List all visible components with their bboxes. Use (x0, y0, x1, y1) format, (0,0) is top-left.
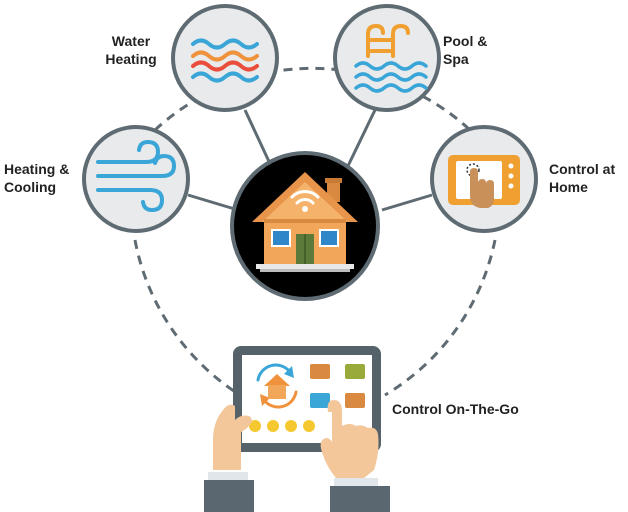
label-pool-spa: Pool & Spa (443, 33, 488, 67)
touch-panel-icon (448, 155, 520, 208)
water-waves-icon (191, 38, 259, 83)
spokes (187, 109, 433, 212)
node-control-home (430, 125, 538, 233)
label-control-go: Control On-The-Go (392, 401, 519, 417)
house-wifi-icon (252, 172, 358, 272)
tablet-hands-icon (204, 346, 390, 512)
center-node (230, 151, 380, 301)
wind-icon (96, 139, 177, 213)
label-water-heating: Water Heating (105, 33, 157, 67)
node-control-go (204, 346, 390, 512)
label-heating-cooling: Heating & Cooling (4, 161, 70, 195)
node-pool-spa (333, 4, 441, 112)
node-water-heating (171, 4, 279, 112)
pool-ladder-icon (354, 23, 428, 93)
label-control-home: Control at Home (549, 161, 616, 195)
node-heating-cooling (82, 125, 190, 233)
